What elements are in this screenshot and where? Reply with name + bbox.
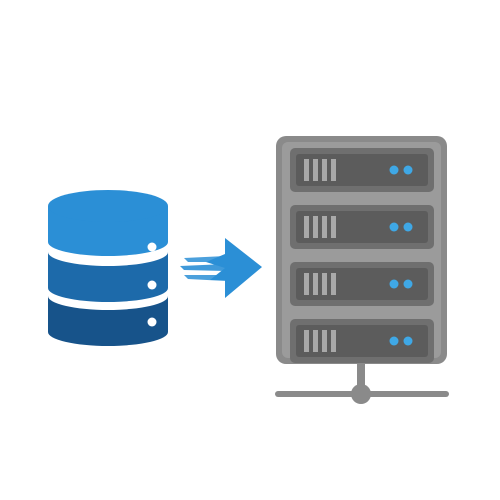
server-vent-bar — [331, 273, 336, 295]
server-vent-bar — [331, 216, 336, 238]
server-vent-bar — [304, 273, 309, 295]
server-unit — [290, 262, 434, 306]
server-vent-bar — [313, 216, 318, 238]
server-vent-bar — [304, 216, 309, 238]
server-vent-bar — [322, 159, 327, 181]
server-vent-bar — [304, 159, 309, 181]
server-status-led — [403, 336, 413, 346]
server-status-led — [403, 279, 413, 289]
network-connector-icon — [275, 364, 449, 404]
database-indicator-dot — [147, 280, 157, 290]
server-status-led — [389, 222, 399, 232]
server-vent-bar — [331, 159, 336, 181]
server-vent-bar — [322, 330, 327, 352]
database-tier-bottom — [48, 296, 168, 346]
server-status-led — [403, 165, 413, 175]
database-indicator-dot — [147, 242, 157, 252]
server-unit — [290, 319, 434, 363]
server-vent-bar — [322, 216, 327, 238]
server-status-led — [389, 165, 399, 175]
server-vent-bar — [313, 159, 318, 181]
server-units — [290, 148, 434, 363]
server-status-led — [403, 222, 413, 232]
server-vent-bar — [304, 330, 309, 352]
database-indicator-dot — [147, 317, 157, 327]
server-vent-bar — [331, 330, 336, 352]
server-status-led — [389, 336, 399, 346]
database-tier-top — [48, 190, 168, 256]
server-vent-bar — [313, 273, 318, 295]
database-icon — [48, 190, 168, 346]
server-rack-icon — [276, 136, 447, 364]
server-unit — [290, 205, 434, 249]
server-unit — [290, 148, 434, 192]
database-tier-middle — [48, 252, 168, 302]
server-vent-bar — [313, 330, 318, 352]
arrow-right-icon — [180, 238, 262, 298]
server-vent-bar — [322, 273, 327, 295]
network-node — [351, 384, 371, 404]
server-status-led — [389, 279, 399, 289]
